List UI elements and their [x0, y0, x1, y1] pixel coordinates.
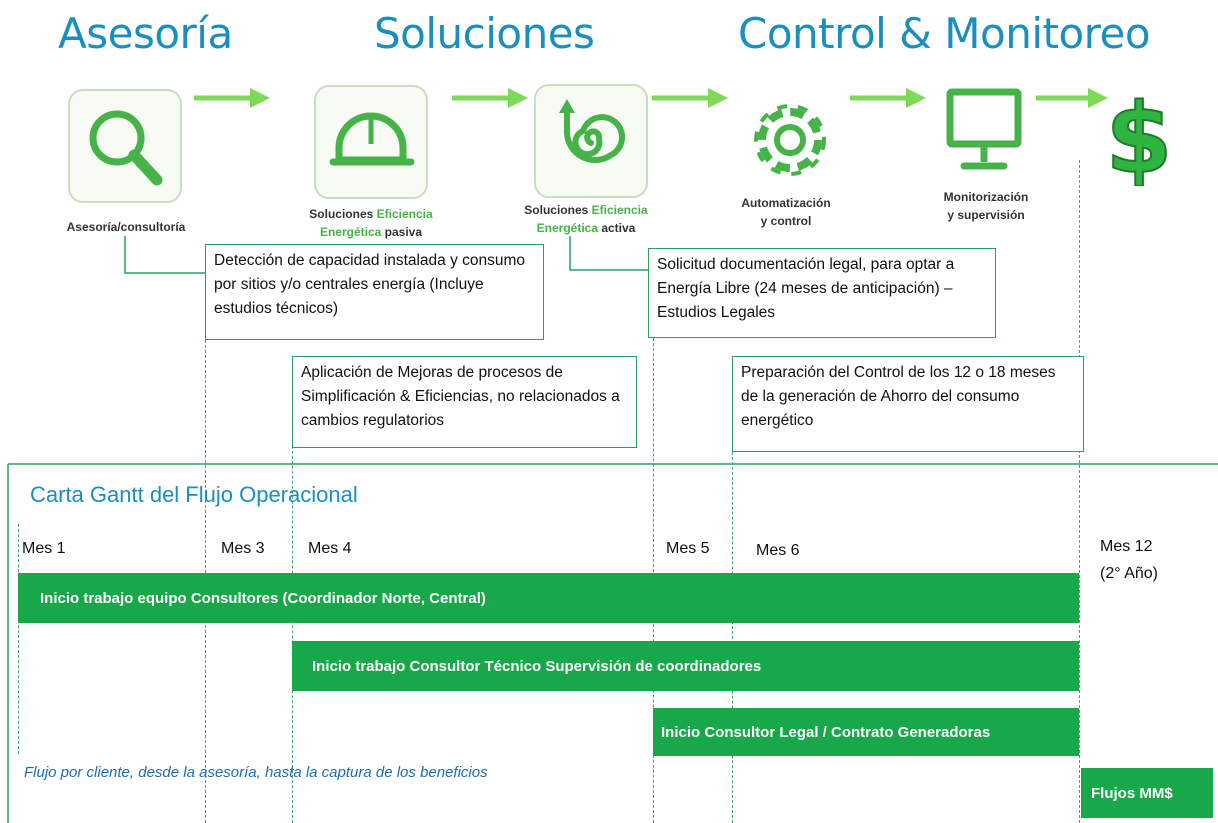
timeline-line-mes12: [1079, 160, 1080, 823]
monitor-icon: [946, 88, 1022, 170]
month-label-12: Mes 12: [1100, 538, 1153, 555]
arrow-3-icon: [652, 88, 728, 108]
gantt-bar-flujos: Flujos MM$: [1081, 768, 1213, 818]
arrow-5-icon: [1036, 88, 1108, 108]
stage-label-asesoria: Asesoría/consultoría: [66, 220, 186, 234]
svg-text:$: $: [1106, 86, 1173, 186]
month-label-12-sub: (2° Año): [1100, 565, 1158, 582]
dollar-icon: $: [1105, 86, 1174, 186]
box-aplicacion: Aplicación de Mejoras de procesos de Sim…: [292, 356, 637, 448]
header-control-monitoreo: Control & Monitoreo: [738, 9, 1151, 58]
month-label-5: Mes 5: [666, 540, 710, 557]
month-label-1: Mes 1: [22, 540, 66, 557]
header-soluciones: Soluciones: [374, 9, 595, 58]
month-label-4: Mes 4: [308, 540, 352, 557]
arrow-4-icon: [850, 88, 926, 108]
timeline-line-mes6: [732, 452, 733, 823]
box-preparacion: Preparación del Control de los 12 o 18 m…: [732, 356, 1084, 452]
month-label-3: Mes 3: [221, 540, 265, 557]
box-solicitud: Solicitud documentación legal, para opta…: [648, 248, 996, 338]
arrow-1-icon: [194, 88, 270, 108]
timeline-line-mes1: [18, 524, 19, 754]
search-icon: [68, 89, 182, 203]
stage-label-monitorizacion: Monitorización y supervisión: [943, 190, 1029, 222]
spiral-icon: [534, 84, 648, 198]
gantt-title: Carta Gantt del Flujo Operacional: [30, 482, 358, 507]
box-deteccion: Detección de capacidad instalada y consu…: [205, 244, 544, 340]
stage-label-activa: Soluciones Eficiencia Energética activa: [524, 203, 648, 235]
stage-label-pasiva: Soluciones Eficiencia Energética pasiva: [309, 207, 433, 239]
arrow-2-icon: [452, 88, 528, 108]
gantt-bar-consultores: Inicio trabajo equipo Consultores (Coord…: [18, 573, 1079, 623]
gear-icon: [754, 104, 826, 176]
helmet-icon: [314, 85, 428, 199]
month-label-6: Mes 6: [756, 542, 800, 559]
gantt-bar-consultor-tecnico: Inicio trabajo Consultor Técnico Supervi…: [292, 641, 1079, 691]
gantt-bar-consultor-legal: Inicio Consultor Legal / Contrato Genera…: [653, 708, 1079, 756]
gantt-footnote: Flujo por cliente, desde la asesoría, ha…: [24, 764, 488, 781]
header-asesoria: Asesoría: [58, 9, 233, 58]
stage-label-automatizacion: Automatización y control: [741, 196, 831, 228]
